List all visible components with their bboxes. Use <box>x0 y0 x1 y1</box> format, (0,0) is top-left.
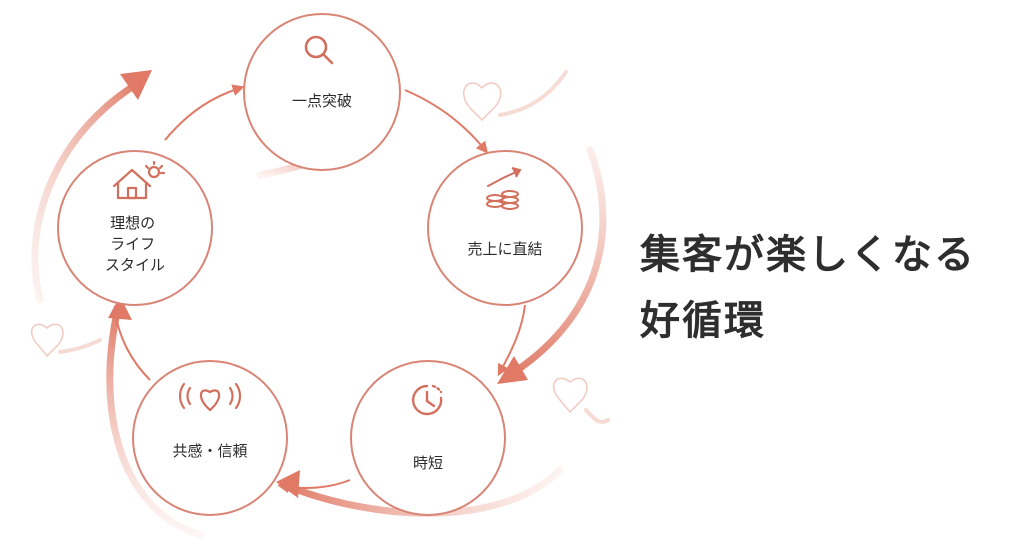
heart-icon <box>30 323 64 358</box>
connector-sales-to-time <box>497 304 526 377</box>
node-breakthrough: 一点突破 <box>243 13 401 171</box>
connector-trust-to-ideal <box>109 305 151 381</box>
headline-line-1: 集客が楽しくなる <box>640 231 976 278</box>
connector-time-to-trust <box>277 479 351 494</box>
node-label: 理想の ライフ スタイル <box>105 214 165 274</box>
node-sales: 売上に直結 <box>427 150 583 306</box>
node-label-line: 共感・信頼 <box>172 442 247 460</box>
heart-icon <box>553 377 588 414</box>
node-label-line: 理想の <box>110 214 155 232</box>
heart-trail-right <box>553 377 610 424</box>
node-label-line: スタイル <box>105 256 165 274</box>
node-ideal: 理想の ライフ スタイル <box>57 150 213 306</box>
heart-trail-left <box>30 323 102 358</box>
node-label: 売上に直結 <box>467 240 542 258</box>
node-label: 時短 <box>413 454 443 472</box>
clock-icon <box>411 384 443 416</box>
heart-trail-top-right <box>463 70 568 122</box>
node-label-line: ライフ <box>110 235 155 253</box>
swoosh-arrow-left-top <box>31 78 144 304</box>
connector-ideal-to-breakthrough <box>164 84 245 141</box>
node-label-line: 一点突破 <box>292 92 352 110</box>
headline: 集客が楽しくなる 好循環 <box>640 222 1020 354</box>
node-label-line: 時短 <box>413 454 443 472</box>
node-label-line: 売上に直結 <box>467 240 542 258</box>
swoosh-arrow-bottom-head <box>276 470 300 498</box>
node-label: 共感・信頼 <box>172 442 247 460</box>
swoosh-arrow-right-head <box>497 356 528 384</box>
headline-line-2: 好循環 <box>640 297 766 344</box>
heart-signal-icon <box>178 382 242 412</box>
house-sun-icon <box>112 160 166 200</box>
connector-breakthrough-to-sales <box>404 89 488 154</box>
swoosh-arrow-left-top-head <box>120 70 152 100</box>
node-trust: 共感・信頼 <box>132 360 288 516</box>
magnifier-icon <box>304 35 334 65</box>
node-time: 時短 <box>350 360 506 516</box>
swoosh-arrow-left-bottom <box>106 304 204 539</box>
swoosh-arrow-right <box>501 146 607 382</box>
node-label: 一点突破 <box>292 92 352 110</box>
coins-growth-icon <box>486 167 522 210</box>
heart-icon <box>463 82 502 122</box>
